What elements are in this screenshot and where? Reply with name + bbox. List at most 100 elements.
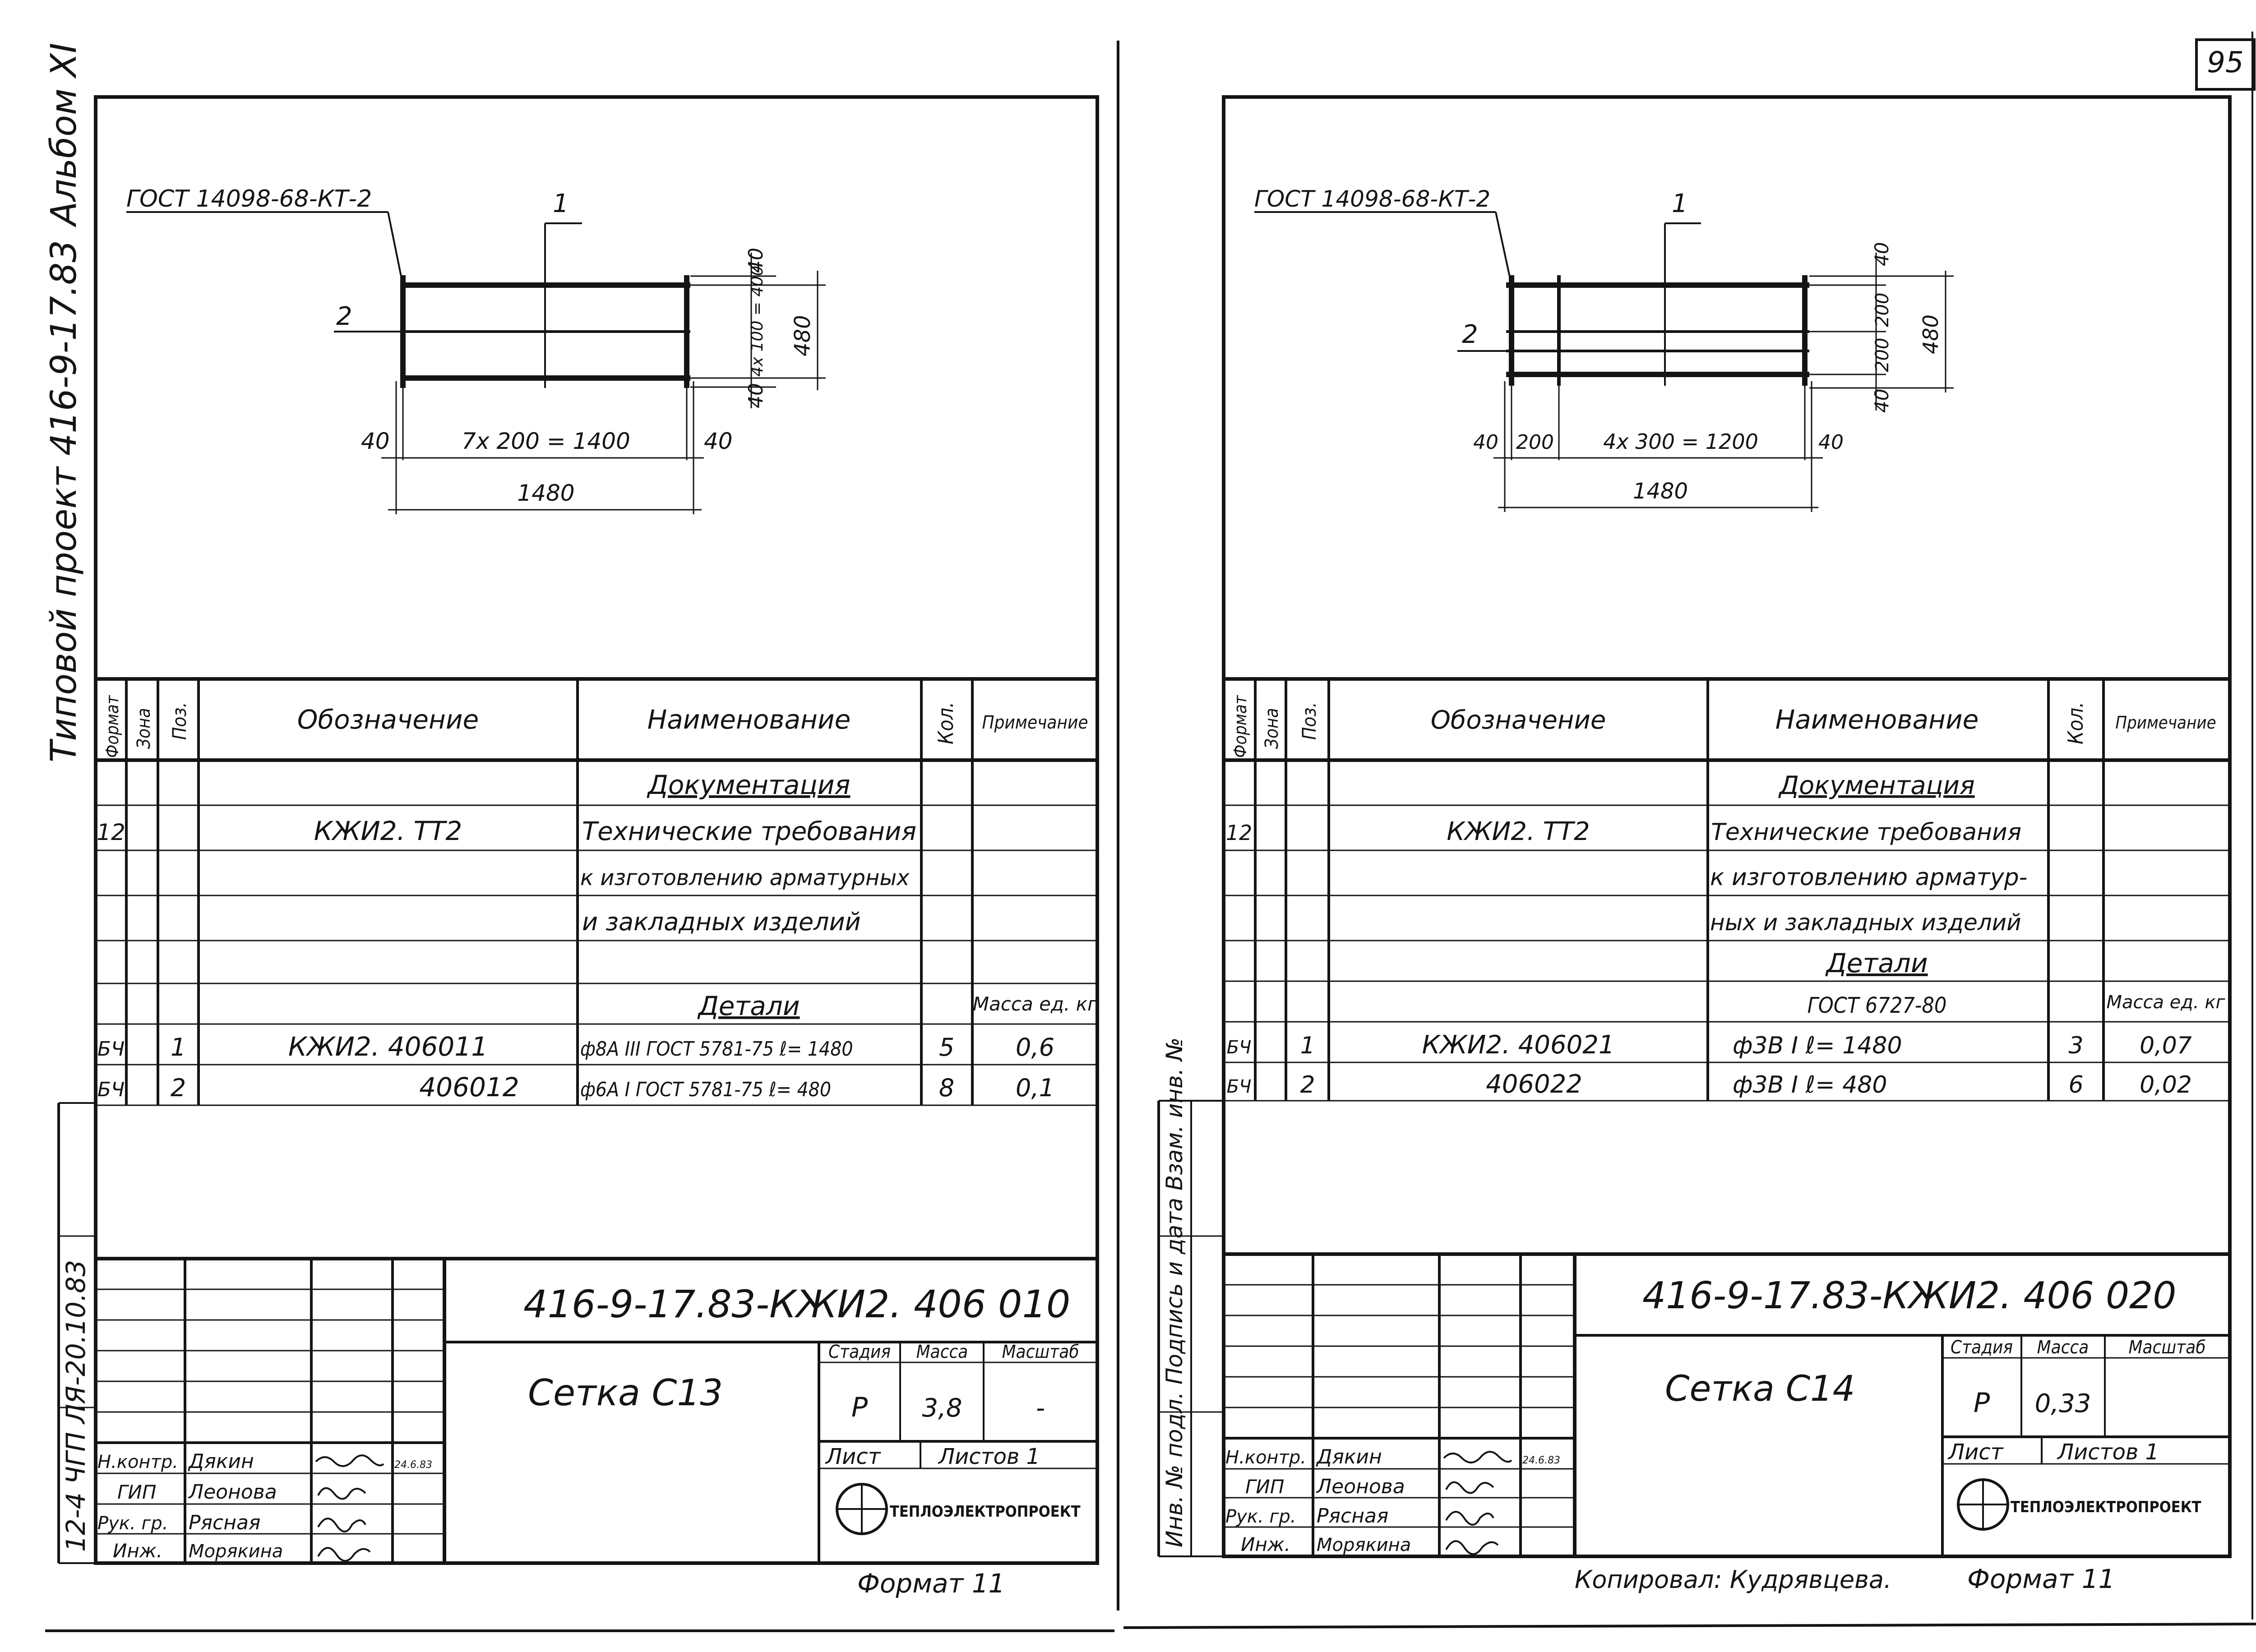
right-mesh-drawing: [1254, 211, 1954, 512]
right-stage: Р: [1974, 1387, 1990, 1419]
left-dim-v-mid: 4x 100 = 400: [748, 266, 767, 377]
left-gost-note: ГОСТ 14098-68-КТ-2: [126, 185, 372, 212]
right-row6-format: БЧ: [1227, 1037, 1252, 1058]
right-row6-name: ф3В I ℓ= 1480: [1733, 1032, 1902, 1059]
left-row7-format: БЧ: [97, 1078, 125, 1101]
right-gost-note: ГОСТ 14098-68-КТ-2: [1254, 186, 1490, 212]
right-hdr-pos: Поз.: [1298, 702, 1320, 740]
right-sheets-label: Листов 1: [2057, 1440, 2159, 1465]
right-row3-name: ных и закладных изделий: [1710, 909, 2021, 936]
right-name1: Леонова: [1316, 1475, 1405, 1498]
album-label: Альбом XI: [44, 43, 84, 228]
right-side-stamp: Инв. № подл. Подпись и дата Взам. инв. №: [1161, 1038, 1188, 1547]
left-signature-2: [317, 1487, 366, 1500]
left-row7-pos: 2: [171, 1074, 186, 1102]
left-row5-name: Детали: [697, 991, 800, 1021]
right-hdr-note: Примечание: [2115, 713, 2216, 733]
left-sheets-label: Листов 1: [938, 1444, 1040, 1469]
right-role2: Рук. гр.: [1225, 1506, 1296, 1527]
left-row1-name: Технические требования: [582, 817, 916, 846]
left-mass: 3,8: [922, 1394, 962, 1423]
right-name3: Морякина: [1317, 1535, 1411, 1555]
right-copied-by: Копировал: Кудрявцева.: [1575, 1565, 1891, 1594]
project-label: Типовой проект 416-9-17.83: [44, 240, 84, 762]
right-company: ТЕПЛОЭЛЕКТРОПРОЕКТ: [2011, 1498, 2201, 1516]
right-row7-name: ф3В I ℓ= 480: [1733, 1071, 1887, 1098]
left-row5-note: Масса ед. кг: [973, 993, 1098, 1015]
right-row4-name: Детали: [1825, 948, 1928, 978]
left-role1: ГИП: [117, 1481, 156, 1503]
left-row6-qty: 5: [939, 1033, 954, 1061]
right-row7-note: 0,02: [2140, 1071, 2192, 1098]
left-stage-label: Стадия: [828, 1342, 891, 1362]
left-row6-designation: КЖИ2. 406011: [288, 1031, 488, 1062]
right-hdr-format: Формат: [1230, 695, 1250, 758]
right-dim-v-bot: 40: [1871, 389, 1893, 413]
right-signature-4: [1445, 1540, 1499, 1555]
right-row7-qty: 6: [2068, 1071, 2083, 1098]
right-mass-label: Масса: [2037, 1337, 2089, 1358]
right-dim-v-top: 40: [1871, 242, 1893, 266]
right-role3: Инж.: [1241, 1533, 1290, 1555]
left-hdr-pos: Поз.: [168, 702, 190, 740]
left-row3-name: и закладных изделий: [582, 908, 861, 936]
left-dim-left: 40: [361, 428, 390, 454]
right-format: Формат 11: [1967, 1564, 2115, 1594]
left-side-stamp: 12-4 ЧГП ЛЯ-20.10.83: [60, 1260, 91, 1552]
left-dim-total: 1480: [517, 480, 574, 506]
left-dim-v-total: 480: [790, 315, 815, 356]
left-role2: Рук. гр.: [97, 1513, 168, 1534]
right-spec-table: [1224, 677, 2230, 1102]
right-hdr-zone: Зона: [1262, 708, 1282, 749]
left-sheet-label: Лист: [825, 1444, 882, 1469]
right-row6-pos: 1: [1300, 1032, 1315, 1059]
right-row0-name: Документация: [1778, 771, 1974, 800]
left-mesh-drawing: [126, 211, 826, 514]
right-role0: Н.контр.: [1225, 1447, 1306, 1468]
left-hdr-format: Формат: [102, 695, 122, 758]
right-item-name: Сетка С14: [1665, 1369, 1855, 1409]
left-pos1-label: 1: [553, 189, 569, 218]
right-dim-mid: 4x 300 = 1200: [1603, 429, 1758, 454]
left-dim-v-top: 40: [744, 248, 767, 273]
page-number: 95: [2207, 46, 2243, 79]
right-sheet: Инв. № подл. Подпись и дата Взам. инв. №: [1157, 95, 2232, 1594]
left-spec-table: [96, 677, 1097, 1106]
left-dim-v-bot: 40: [744, 383, 767, 408]
left-name1: Леонова: [188, 1481, 277, 1504]
left-signature-3: [317, 1518, 366, 1532]
left-name0: Дякин: [188, 1450, 254, 1473]
right-row6-qty: 3: [2068, 1032, 2083, 1059]
right-row6-designation: КЖИ2. 406021: [1422, 1030, 1615, 1060]
right-dim-a: 200: [1516, 431, 1554, 454]
left-row7-note: 0,1: [1016, 1074, 1054, 1102]
left-pos2-label: 2: [336, 302, 352, 331]
left-row0-name: Документация: [647, 770, 851, 800]
right-signature-1: [1443, 1451, 1512, 1463]
left-hdr-name: Наименование: [647, 704, 851, 735]
right-dim-v-m1: 200: [1872, 293, 1893, 327]
left-signature-4: [317, 1547, 371, 1562]
left-scale-label: Масштаб: [1002, 1342, 1079, 1362]
right-row5-note: Масса ед. кг: [2106, 992, 2225, 1013]
left-hdr-qty: Кол.: [934, 702, 958, 744]
right-mass: 0,33: [2035, 1389, 2091, 1418]
right-row5-name: ГОСТ 6727-80: [1808, 993, 1947, 1018]
right-dim-total: 1480: [1633, 479, 1688, 504]
right-row7-format: БЧ: [1227, 1076, 1252, 1097]
left-row6-note: 0,6: [1016, 1033, 1054, 1061]
right-row7-designation: 406022: [1486, 1070, 1582, 1099]
right-stage-label: Стадия: [1951, 1337, 2013, 1358]
left-dim-mid: 7x 200 = 1400: [462, 428, 630, 454]
right-date0: 24.6.83: [1522, 1455, 1560, 1466]
right-dim-v-m2: 200: [1872, 338, 1893, 372]
left-row1-format: 12: [97, 819, 125, 845]
right-doc-code: 416-9-17.83-КЖИ2. 406 020: [1642, 1274, 2176, 1317]
left-stage: Р: [851, 1392, 868, 1423]
left-row7-name: ф6А I ГОСТ 5781-75 ℓ= 480: [580, 1078, 831, 1101]
left-dim-right: 40: [704, 428, 733, 454]
left-title-block: [96, 1257, 1097, 1563]
right-pos2-label: 2: [1462, 320, 1478, 349]
left-sheet: 12-4 ЧГП ЛЯ-20.10.83: [57, 95, 1099, 1599]
